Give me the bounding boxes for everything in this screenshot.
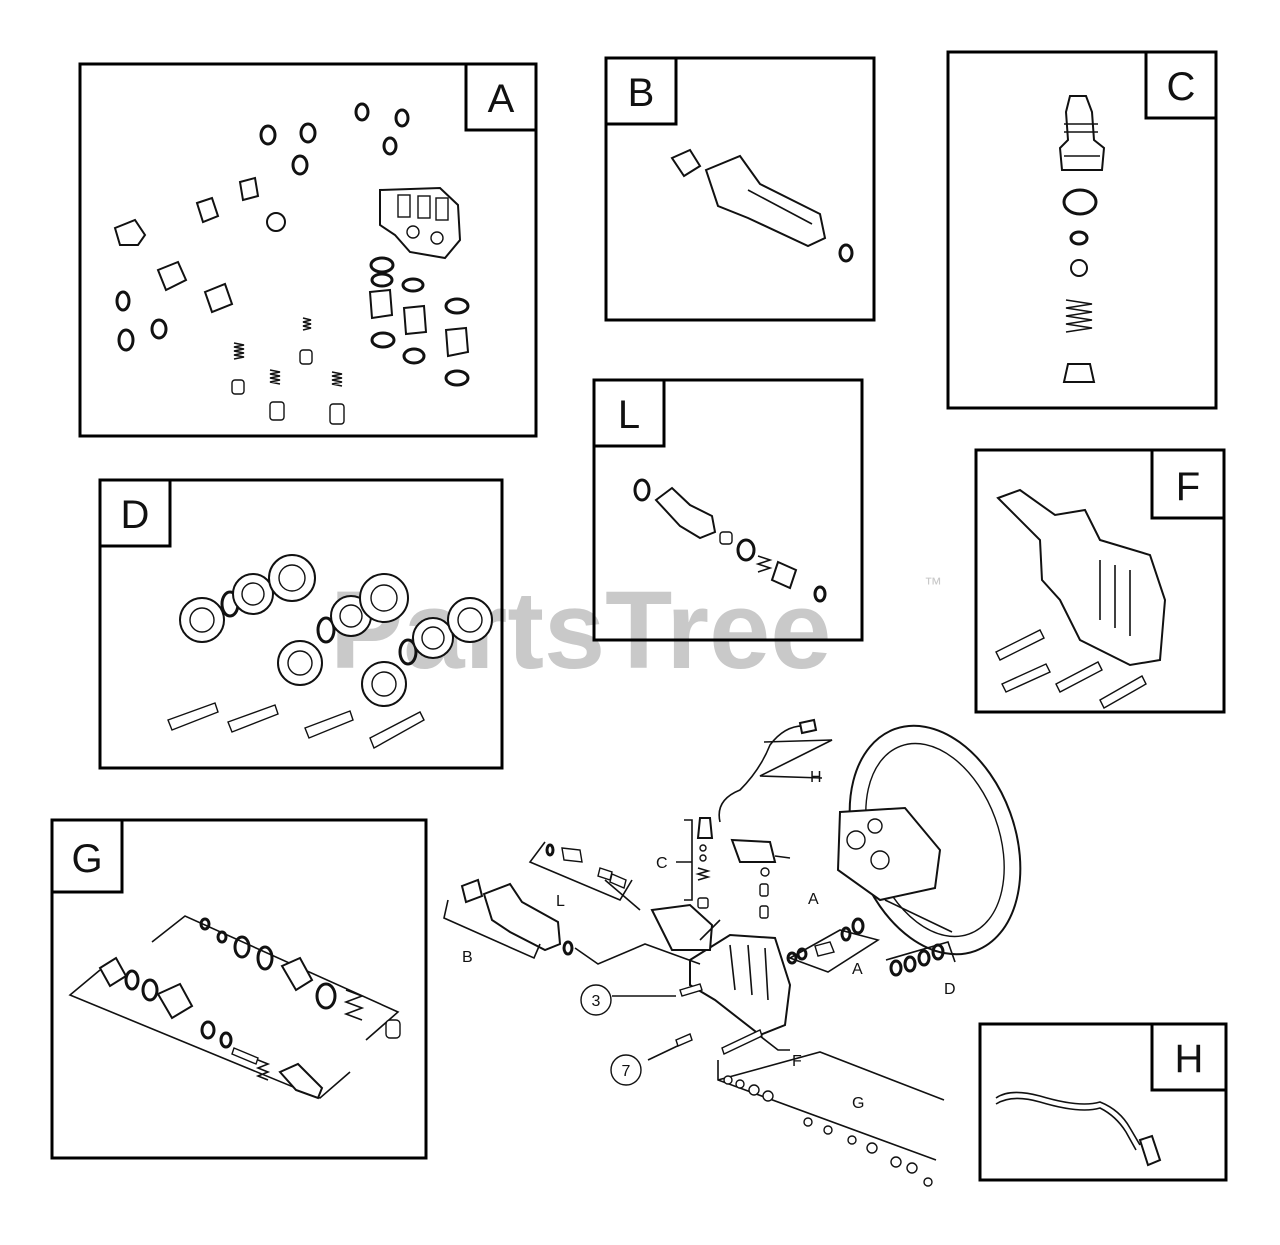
panel-f-parts [995,488,1167,709]
main-assembly: H C A L B A D F G 3 7 [443,718,1022,1187]
panel-l-label: L [618,393,640,437]
panel-h-label: H [1175,1037,1204,1081]
circle-callout-3-label: 3 [592,993,601,1010]
circle-callout-7-label: 7 [622,1063,631,1080]
panel-d-label: D [121,493,150,537]
panel-f: F [974,448,1226,714]
panel-c-label: C [1167,65,1196,109]
panel-g-label: G [71,837,102,881]
panel-a: A [78,62,538,438]
callout-d: D [944,981,956,998]
panel-l: L [592,378,864,642]
circle-callout-3 [580,984,612,1016]
callout-h: H [810,769,822,786]
callout-a-top: A [808,891,819,908]
panel-g-parts [68,915,401,1100]
bolts [167,702,425,750]
callout-f: F [792,1053,802,1070]
callout-g: G [852,1095,864,1112]
panel-d: D [98,478,504,770]
panel-f-label: F [1176,465,1200,509]
panel-b-parts [670,148,854,263]
crankcase [836,724,1022,956]
callout-b: B [462,949,473,966]
panel-c: C [946,50,1218,410]
callout-a-side: A [852,961,863,978]
panel-g: G [50,818,428,1160]
pump-head [650,903,792,1037]
panel-h: H [978,1022,1228,1182]
watermark-trademark: ™ [924,574,942,594]
g-string-parts [723,1075,933,1187]
panel-a-label: A [488,77,515,121]
panel-c-parts [1058,95,1106,383]
panel-l-parts [633,478,827,603]
callout-l: L [556,893,565,910]
circle-callout-7 [610,1054,642,1086]
high-pressure-hose [718,725,806,823]
panel-b: B [604,56,876,322]
panel-b-label: B [628,71,655,115]
panel-h-parts [995,1091,1162,1167]
panel-a-parts [113,102,470,425]
callout-c: C [656,855,668,872]
panel-d-parts [167,554,493,750]
